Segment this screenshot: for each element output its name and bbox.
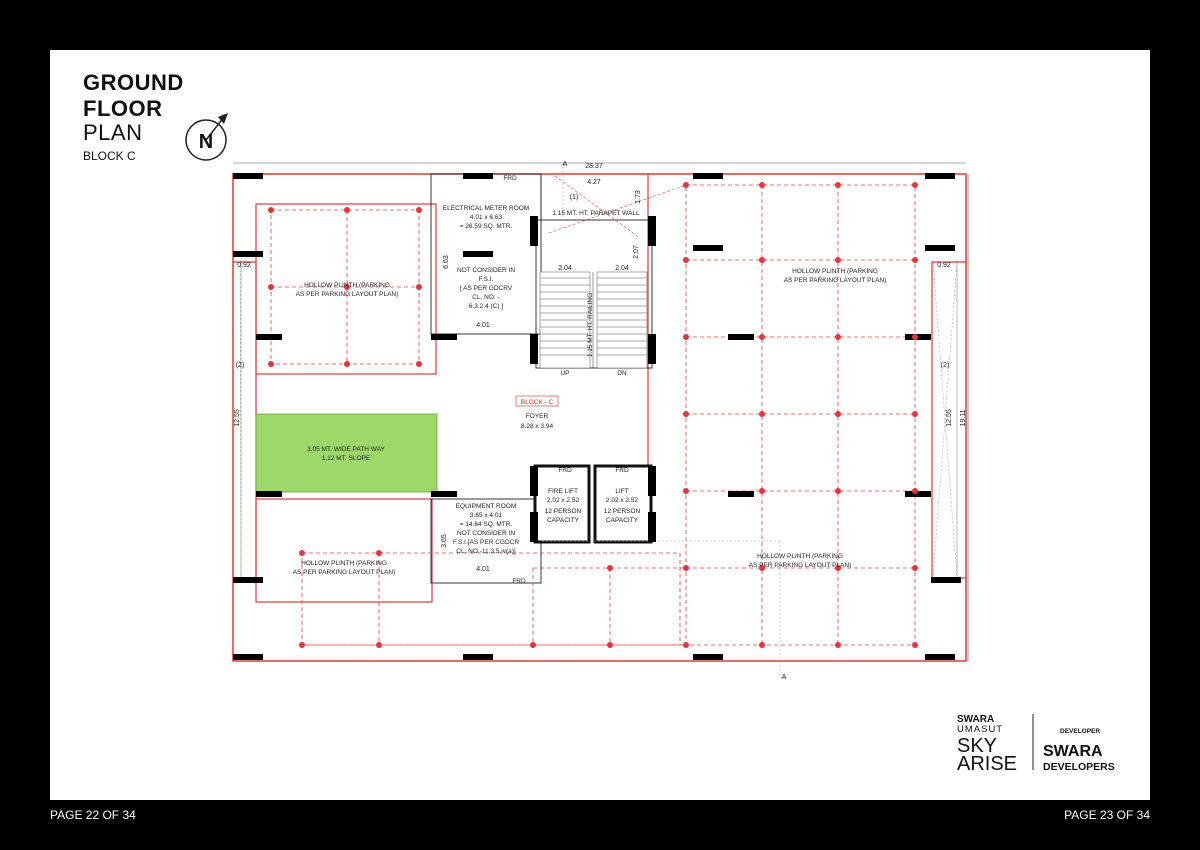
svg-text:AS PER PARKING LAYOUT PLAN): AS PER PARKING LAYOUT PLAN) bbox=[293, 569, 396, 576]
svg-text:HOLLOW PLINTH (PARKING: HOLLOW PLINTH (PARKING bbox=[301, 560, 387, 567]
dim-overall-width: 28.37 bbox=[585, 163, 603, 170]
svg-text:FOYER: FOYER bbox=[526, 413, 549, 420]
page-number-left: PAGE 22 OF 34 bbox=[50, 808, 136, 822]
site-boundary bbox=[232, 173, 967, 662]
svg-text:ELECTRICAL METER ROOM: ELECTRICAL METER ROOM bbox=[443, 205, 529, 212]
svg-text:DEVELOPERS: DEVELOPERS bbox=[1043, 761, 1115, 773]
pathway-area bbox=[255, 413, 438, 493]
foyer: BLOCK - C FOYER 8.28 x 3.94 bbox=[515, 395, 559, 430]
dim-offset-right: 0.92 bbox=[937, 262, 951, 269]
pathway-label: 3.05 MT. WIDE PATH WAY 1.12 MT. SLOPE bbox=[307, 446, 385, 462]
svg-text:FRD: FRD bbox=[558, 467, 572, 474]
svg-text:2.02 x 2.52: 2.02 x 2.52 bbox=[606, 497, 639, 504]
svg-text:ARISE: ARISE bbox=[957, 753, 1017, 775]
svg-text:6.3.2.4 (C) ]: 6.3.2.4 (C) ] bbox=[469, 303, 504, 310]
electrical-meter-room: ELECTRICAL METER ROOM 4.01 x 6.63 = 26.5… bbox=[443, 205, 529, 310]
hollow-plinth-labels: HOLLOW PLINTH (PARKING AS PER PARKING LA… bbox=[293, 268, 887, 576]
page-title-line3: PLAN bbox=[83, 120, 143, 145]
staircase bbox=[539, 271, 648, 369]
svg-text:SWARA: SWARA bbox=[1043, 743, 1103, 760]
frd-labels: FRD FRD FRD FRD bbox=[503, 175, 629, 585]
svg-text:12 PERSON: 12 PERSON bbox=[604, 508, 641, 515]
svg-text:1.12 MT. SLOPE: 1.12 MT. SLOPE bbox=[322, 455, 371, 462]
parking-nodes bbox=[268, 182, 918, 648]
svg-text:HOLLOW PLINTH (PARKING: HOLLOW PLINTH (PARKING bbox=[304, 282, 390, 289]
svg-text:FIRE LIFT: FIRE LIFT bbox=[548, 488, 578, 495]
svg-text:SKY: SKY bbox=[957, 735, 997, 757]
svg-text:4.01 x 6.63: 4.01 x 6.63 bbox=[470, 214, 503, 221]
svg-text:F.S.I.: F.S.I. bbox=[479, 276, 494, 283]
svg-text:= 26.59 SQ. MTR.: = 26.59 SQ. MTR. bbox=[460, 223, 513, 230]
svg-text:= 14.64 SQ. MTR.: = 14.64 SQ. MTR. bbox=[460, 521, 513, 528]
stair-down: DN bbox=[617, 370, 627, 377]
svg-text:3.65 x 4.01: 3.65 x 4.01 bbox=[470, 512, 503, 519]
compass-letter: N bbox=[199, 131, 213, 153]
project-logo: SWARA UMASUT SKY ARISE bbox=[957, 714, 1017, 775]
equipment-room: EQUIPMENT ROOM 3.65 x 4.01 = 14.64 SQ. M… bbox=[453, 503, 519, 555]
svg-text:2.02 x 2.52: 2.02 x 2.52 bbox=[547, 497, 580, 504]
fire-lift: FIRE LIFT 2.02 x 2.52 12 PERSON CAPACITY bbox=[545, 488, 582, 524]
count-marker-right: (2) bbox=[941, 362, 950, 369]
north-arrow-icon: N bbox=[185, 113, 228, 161]
svg-text:[ AS PER GDCRV: [ AS PER GDCRV bbox=[460, 285, 513, 292]
structural-columns bbox=[233, 173, 961, 660]
section-mark-top: A bbox=[563, 161, 568, 168]
svg-text:CAPACITY: CAPACITY bbox=[547, 517, 580, 524]
svg-text:8.28 x 3.94: 8.28 x 3.94 bbox=[521, 423, 554, 430]
svg-text:NOT CONSIDER IN: NOT CONSIDER IN bbox=[457, 267, 515, 274]
section-mark-bottom: A bbox=[782, 674, 787, 681]
dim-offset-left: 0.92 bbox=[237, 262, 251, 269]
parapet-label: 1.15 MT. HT. PARAPET WALL bbox=[552, 210, 640, 217]
page-number-right: PAGE 23 OF 34 bbox=[1064, 808, 1150, 822]
block-tag: BLOCK - C bbox=[521, 399, 554, 406]
svg-text:FRD: FRD bbox=[615, 467, 629, 474]
dim-overall-height: 19.11 bbox=[960, 409, 967, 426]
dim-stair-height: 2.07 bbox=[633, 245, 640, 259]
svg-text:FRD: FRD bbox=[503, 175, 517, 182]
svg-text:AS PER PARKING LAYOUT PLAN): AS PER PARKING LAYOUT PLAN) bbox=[784, 277, 887, 284]
svg-text:CL. NO.-11.3.5.iv(a)]: CL. NO.-11.3.5.iv(a)] bbox=[456, 548, 516, 555]
svg-text:DEVELOPER: DEVELOPER bbox=[1060, 728, 1100, 735]
svg-text:CL. NO. -: CL. NO. - bbox=[472, 294, 499, 301]
page-title-line2: FLOOR bbox=[83, 96, 163, 121]
dim-side-height-left: 12.55 bbox=[234, 409, 241, 427]
dim-top-notch: 4.27 bbox=[587, 179, 601, 186]
svg-text:CAPACITY: CAPACITY bbox=[606, 517, 639, 524]
svg-text:F.S.I.[AS PER CGDCR: F.S.I.[AS PER CGDCR bbox=[453, 539, 519, 546]
developer-logo: DEVELOPER SWARA DEVELOPERS bbox=[1043, 728, 1115, 773]
railing-label: 1.15 MT. HT. RAILING bbox=[587, 293, 594, 357]
dim-stair-width-right: 2.04 bbox=[615, 265, 629, 272]
svg-text:NOT CONSIDER IN: NOT CONSIDER IN bbox=[457, 530, 515, 537]
page-subtitle: BLOCK C bbox=[83, 149, 136, 163]
lift-shafts bbox=[533, 464, 653, 544]
dim-elec-width: 4.01 bbox=[476, 322, 490, 329]
dim-equip-width: 4.01 bbox=[476, 566, 490, 573]
svg-text:3.05 MT. WIDE PATH WAY: 3.05 MT. WIDE PATH WAY bbox=[307, 446, 385, 453]
passenger-lift: LIFT 2.02 x 2.52 12 PERSON CAPACITY bbox=[604, 488, 641, 524]
svg-text:LIFT: LIFT bbox=[615, 488, 628, 495]
top-notch-marker: (1) bbox=[570, 194, 579, 201]
svg-text:SWARA: SWARA bbox=[957, 714, 994, 725]
dim-elec-height: 6.63 bbox=[443, 255, 450, 269]
svg-text:FRD: FRD bbox=[512, 578, 526, 585]
dim-equip-height: 3.65 bbox=[441, 534, 448, 548]
svg-text:12 PERSON: 12 PERSON bbox=[545, 508, 582, 515]
stair-up: UP bbox=[560, 370, 569, 377]
svg-text:UMASUT: UMASUT bbox=[957, 724, 1003, 735]
count-marker-left: (2) bbox=[236, 362, 245, 369]
svg-text:AS PER PARKING LAYOUT PLAN): AS PER PARKING LAYOUT PLAN) bbox=[296, 291, 399, 298]
page-title-line1: GROUND bbox=[83, 70, 184, 95]
dim-notch-depth: 1.73 bbox=[635, 190, 642, 204]
svg-text:HOLLOW PLINTH (PARKING: HOLLOW PLINTH (PARKING bbox=[792, 268, 878, 275]
dim-stair-width-left: 2.04 bbox=[558, 265, 572, 272]
svg-text:AS PER PARKING LAYOUT PLAN): AS PER PARKING LAYOUT PLAN) bbox=[749, 562, 852, 569]
svg-text:HOLLOW PLINTH (PARKING: HOLLOW PLINTH (PARKING bbox=[757, 553, 843, 560]
dim-side-height-right: 12.55 bbox=[946, 409, 953, 427]
svg-text:EQUIPMENT ROOM: EQUIPMENT ROOM bbox=[456, 503, 517, 510]
